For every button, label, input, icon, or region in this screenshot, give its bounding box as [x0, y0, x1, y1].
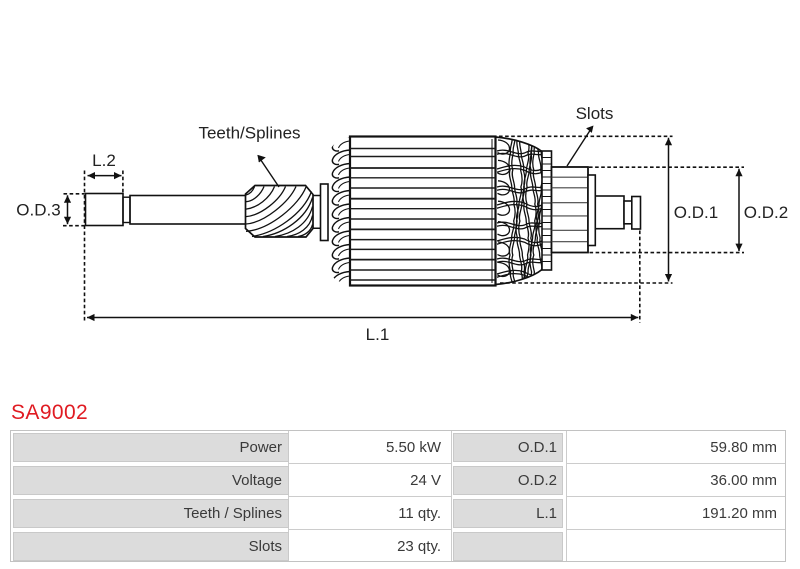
svg-text:Teeth/Splines: Teeth/Splines [198, 124, 300, 143]
svg-text:O.D.2: O.D.2 [744, 203, 788, 222]
svg-text:L.1: L.1 [366, 325, 390, 344]
svg-text:O.D.1: O.D.1 [674, 203, 718, 222]
svg-text:O.D.3: O.D.3 [16, 201, 60, 220]
svg-text:Slots: Slots [576, 104, 614, 123]
svg-text:L.2: L.2 [92, 151, 116, 170]
